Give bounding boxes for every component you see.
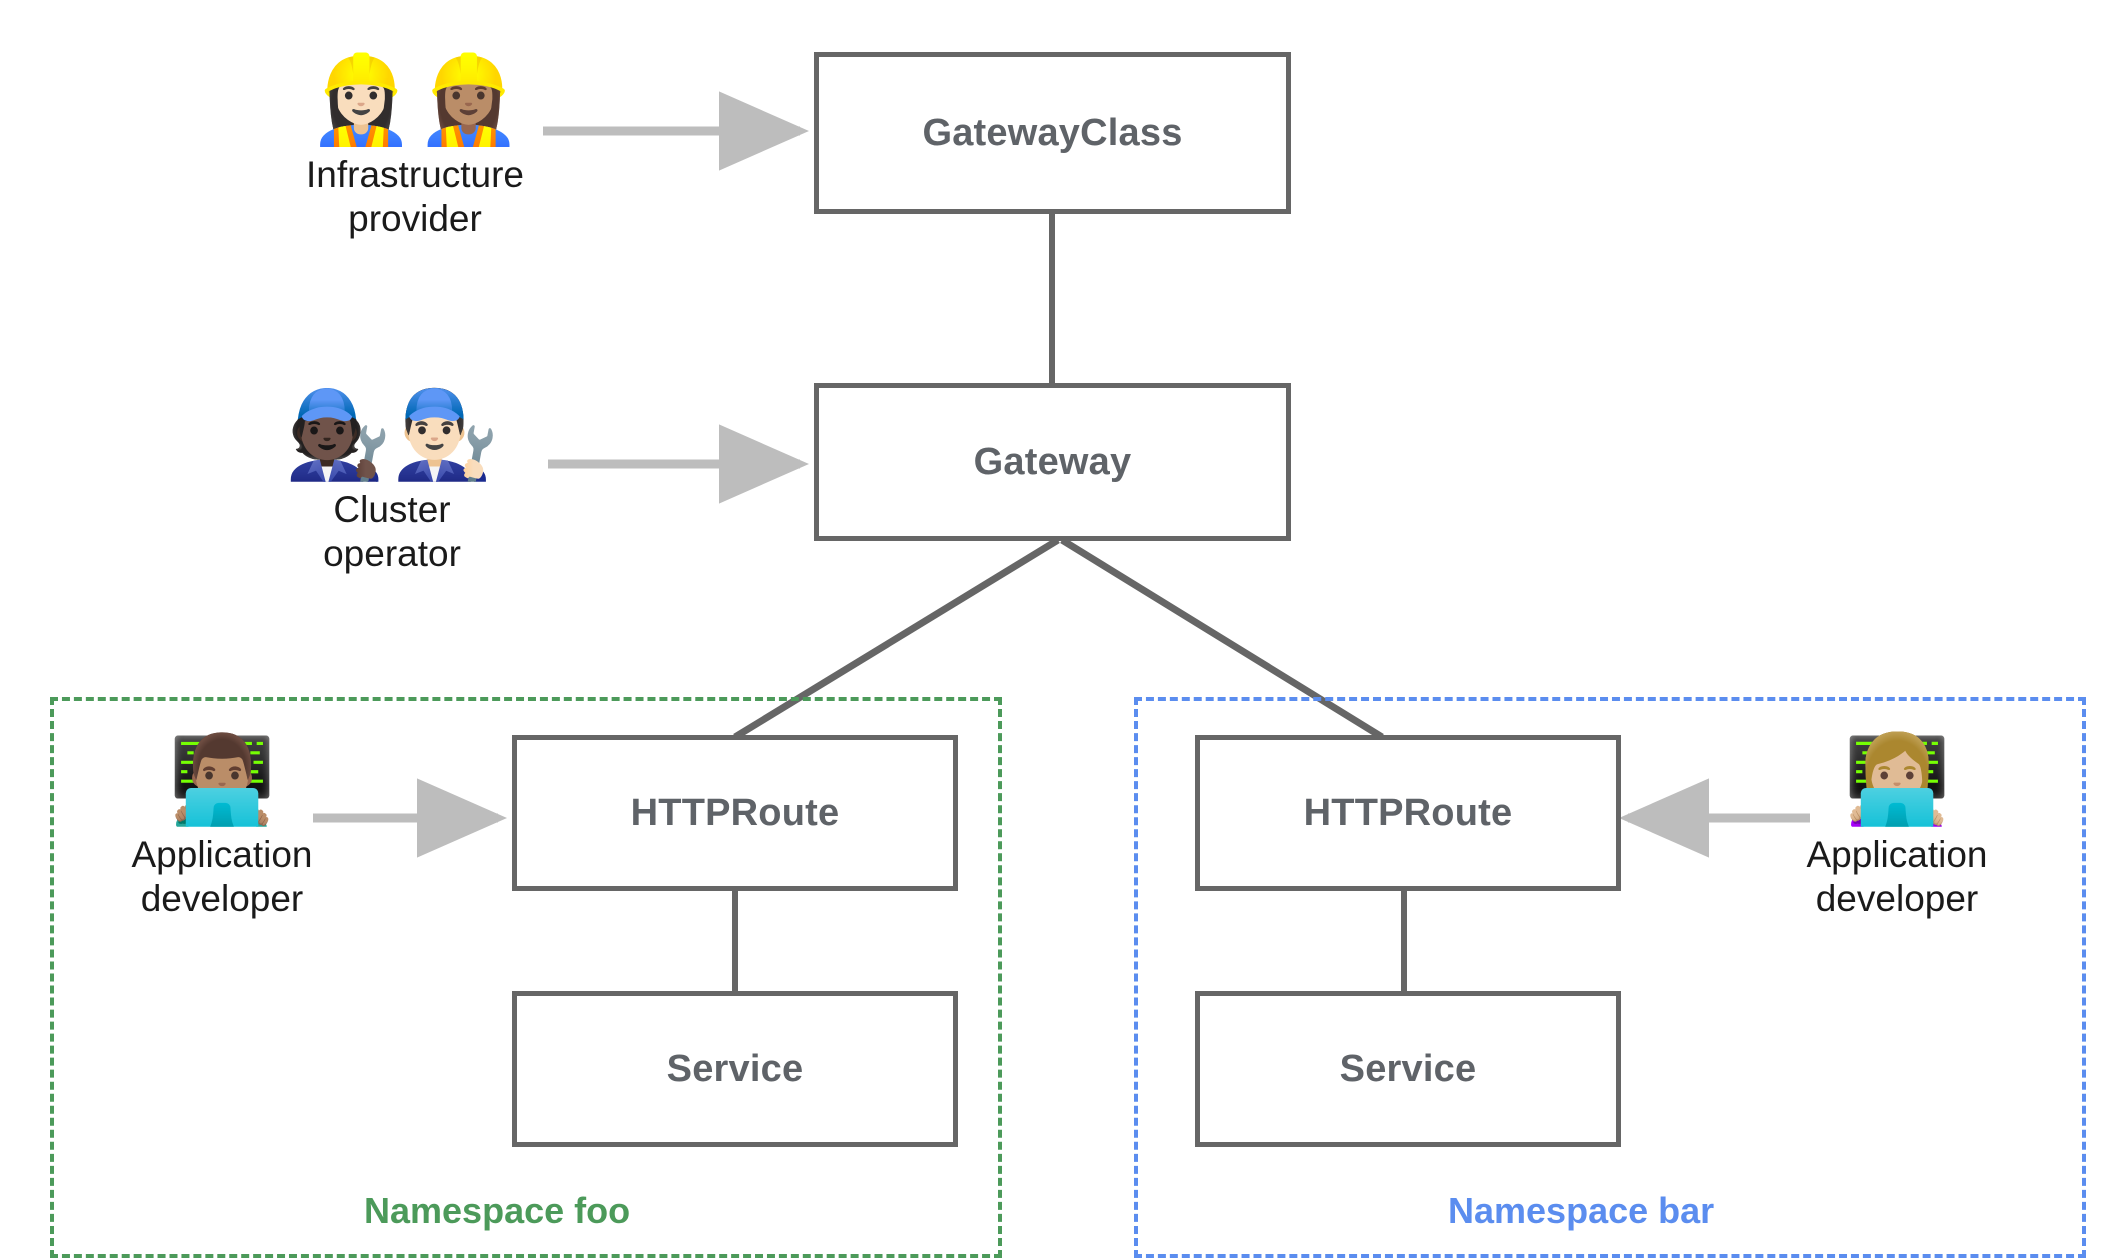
persona-application-developer-bar: 👩🏼‍💻 Application developer — [1727, 735, 2067, 921]
node-gateway-label: Gateway — [973, 440, 1132, 483]
node-httproute-bar-label: HTTPRoute — [1303, 791, 1513, 834]
man-technologist-icon: 👨🏽‍💻 — [168, 730, 276, 830]
node-service-bar[interactable]: Service — [1195, 991, 1621, 1147]
node-gatewayclass-label: GatewayClass — [922, 111, 1183, 154]
persona-application-developer-foo-caption: Application developer — [131, 834, 313, 919]
woman-technologist-icon: 👩🏼‍💻 — [1843, 730, 1951, 830]
node-service-foo[interactable]: Service — [512, 991, 958, 1147]
persona-application-developer-foo: 👨🏽‍💻 Application developer — [52, 735, 392, 921]
node-httproute-foo[interactable]: HTTPRoute — [512, 735, 958, 891]
node-gateway[interactable]: Gateway — [814, 383, 1291, 541]
persona-infrastructure-provider: 👷🏻‍♀️👷🏽‍♀️ Infrastructure provider — [245, 55, 585, 241]
node-httproute-foo-label: HTTPRoute — [630, 791, 840, 834]
node-service-foo-label: Service — [666, 1047, 804, 1090]
namespace-bar-container — [1134, 697, 2086, 1258]
mechanic-icon: 🧑🏿‍🔧👨🏻‍🔧 — [284, 385, 500, 485]
persona-application-developer-bar-caption: Application developer — [1806, 834, 1988, 919]
namespace-bar-label: Namespace bar — [1448, 1190, 1715, 1231]
node-service-bar-label: Service — [1339, 1047, 1477, 1090]
node-gatewayclass[interactable]: GatewayClass — [814, 52, 1291, 214]
namespace-foo-container — [50, 697, 1002, 1258]
woman-construction-worker-icon: 👷🏻‍♀️👷🏽‍♀️ — [307, 50, 523, 150]
persona-infrastructure-provider-caption: Infrastructure provider — [306, 154, 524, 239]
node-httproute-bar[interactable]: HTTPRoute — [1195, 735, 1621, 891]
namespace-foo-label: Namespace foo — [364, 1190, 631, 1231]
persona-cluster-operator: 🧑🏿‍🔧👨🏻‍🔧 Cluster operator — [222, 390, 562, 576]
persona-cluster-operator-caption: Cluster operator — [323, 489, 461, 574]
